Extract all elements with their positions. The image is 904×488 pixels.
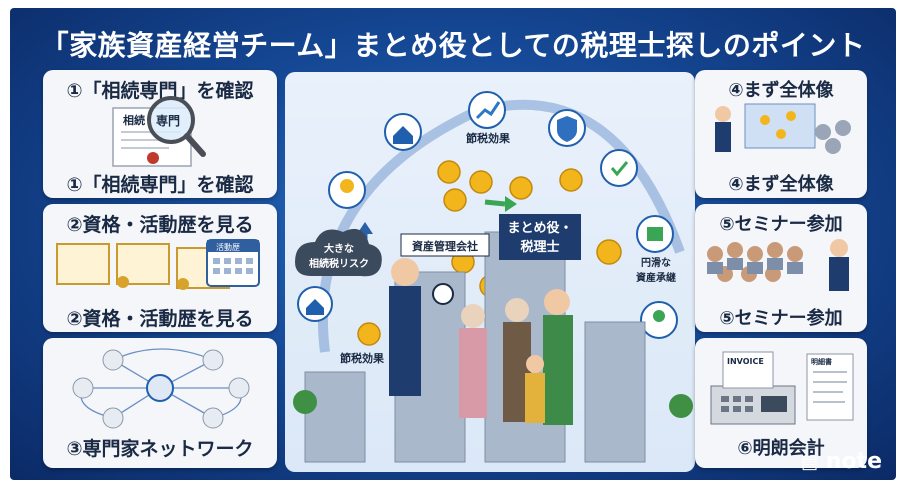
certificates-calendar-illustration: 活動歴 [56,239,260,290]
presenter-figure [715,106,731,152]
calendar-label: 活動歴 [216,242,240,252]
green-arrow-icon [484,199,506,207]
speaker-figure [829,239,849,291]
cloud-icon [295,228,382,277]
card-overview: ④まず全体像 ④まず全体像 [695,70,867,198]
invoice-label: INVOICE [727,357,764,366]
card-transparent-fees-caption: ⑥明朗会計 [737,438,825,459]
family-tax-flow-illustration [293,91,693,463]
card-specialty-title: ①「相続専門」を確認 [66,80,254,102]
card-transparent-fees: INVOICE 明細書 ⑥明朗会計 [695,338,867,468]
certificate-magnifier-illustration: 相続 専門 [112,96,206,167]
savings-label-top: 節税効果 [466,132,510,145]
house-small-icon [297,286,333,322]
note-logo-icon: ▤ [801,452,819,473]
asset-company-sign [400,233,490,257]
coordinator-label: まとめ役・ 税理士 [507,221,573,255]
center-illustration: 節税効果 節税効果 大きな 相続税リスク 資産管理会社 まとめ役・ 税理士 円滑… [285,72,695,472]
asset-company-label: 資産管理会社 [412,240,478,253]
shield-icon [548,109,586,147]
care-hands-icon [640,301,678,339]
growth-chart-icon [468,91,506,129]
card-specialty-caption: ①「相続専門」を確認 [66,174,254,196]
cash-register-icon [710,351,796,425]
card-credentials: ②資格・活動歴を見る 活動歴 ②資格・活動歴を見る [43,204,277,332]
card-overview-caption: ④まず全体像 [728,174,834,195]
card-credentials-title: ②資格・活動歴を見る [66,214,254,236]
seminar-audience-illustration [707,239,849,291]
coordinator-sign [499,214,581,260]
risk-cloud-label: 大きな 相続税リスク [309,244,369,270]
seal-icon [147,152,159,164]
doc-label: 相続 [123,113,145,127]
card-seminar: ⑤セミナー参加 ⑤セミナー参加 [695,204,867,332]
card-specialty: ①「相続専門」を確認 相続 専門 ①「相続専門」を確認 [43,70,277,198]
check-shield-icon [600,149,638,187]
card-seminar-caption: ⑤セミナー参加 [719,308,843,329]
medal-icon [177,278,189,290]
magnifier-icon [147,96,195,144]
note-logo-text: note [825,449,882,474]
card-credentials-caption: ②資格・活動歴を見る [66,308,254,330]
statement-label: 明細書 [811,357,832,366]
card-network: ③専門家ネットワーク [43,338,277,468]
presentation-illustration [715,103,851,154]
register-receipt-illustration: INVOICE 明細書 [710,351,854,425]
compass-icon [432,283,454,305]
magnifier-label: 専門 [156,113,180,128]
card-overview-title: ④まず全体像 [728,80,834,101]
receipt-icon [806,353,854,421]
expert-network-illustration [72,348,250,429]
house-icon [384,113,422,151]
medal-icon [117,276,129,288]
screen-icon [744,103,816,149]
green-box-icon [636,215,674,253]
card-network-caption: ③専門家ネットワーク [66,438,254,460]
savings-label-left: 節税効果 [340,352,384,365]
note-logo[interactable]: ▤ note [801,449,882,474]
coin-hand-icon [328,171,366,209]
smooth-succession-label: 円滑な 資産承継 [636,258,676,284]
expert-avatar-icon [72,349,250,429]
tax-advisor-figure [389,258,421,396]
card-seminar-title: ⑤セミナー参加 [719,214,843,235]
family-figures [459,289,573,425]
page-title: 「家族資産経営チーム」まとめ役としての税理士探しのポイント [40,29,866,62]
infographic-frame: 「家族資産経営チーム」まとめ役としての税理士探しのポイント ①「相続専門」を確認… [10,8,896,480]
